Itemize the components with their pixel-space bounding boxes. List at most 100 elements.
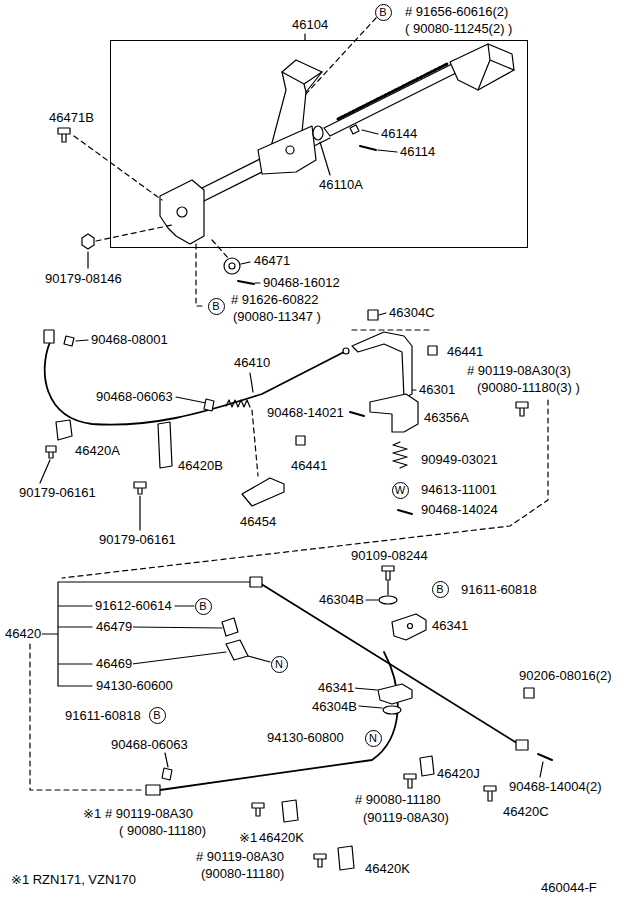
leader-line <box>255 282 260 283</box>
material-code-circle: B <box>432 581 449 598</box>
part-label: 90468-08001 <box>90 332 169 347</box>
part-label: 46114 <box>399 144 436 159</box>
cable <box>45 342 344 425</box>
part-label: ( 90080-11180) <box>118 823 207 838</box>
small-part <box>392 614 426 640</box>
small-part <box>370 394 418 432</box>
part-label: ※1 <box>82 806 102 821</box>
part-label: 46471 <box>253 253 291 268</box>
dashed-assembly-line <box>30 18 548 790</box>
cable <box>146 785 160 795</box>
small-part <box>296 436 305 445</box>
material-code: B <box>212 301 219 312</box>
pedal-lever-assembly <box>338 64 447 119</box>
small-part <box>382 566 394 580</box>
material-code-circle: B <box>208 298 225 315</box>
leader-line <box>139 496 140 530</box>
part-label: 90109-08244 <box>350 548 429 563</box>
small-part <box>229 263 235 269</box>
part-label: # 90119-08A30 <box>104 806 194 821</box>
part-label: 460044-F <box>540 880 598 895</box>
cable <box>44 330 528 795</box>
small-part <box>538 754 552 760</box>
dashed-assembly-line <box>62 400 548 578</box>
part-label: 46341 <box>317 680 355 695</box>
small-part <box>378 684 412 704</box>
part-label: 94613-11001 <box>420 482 498 497</box>
pedal-lever-assembly <box>450 44 514 90</box>
pedal-lever-assembly <box>313 126 323 140</box>
part-label: 90468-14024 <box>420 502 499 517</box>
part-label: 46144 <box>380 126 418 141</box>
leader-line <box>248 656 270 662</box>
part-label: # 90119-08A30(3) <box>466 363 572 378</box>
part-label: 46420J <box>436 766 481 781</box>
cable <box>516 740 528 750</box>
leader-line <box>379 313 386 315</box>
leader-line <box>132 627 222 628</box>
small-part <box>420 756 434 776</box>
part-label: # 90119-08A30 <box>195 849 285 864</box>
leader-line <box>40 460 50 483</box>
cable <box>226 400 250 407</box>
dashed-assembly-line <box>74 136 162 200</box>
cable <box>44 330 54 343</box>
small-part <box>383 706 401 714</box>
part-label: 90468-16012 <box>262 275 341 290</box>
dashed-assembly-line <box>196 244 206 306</box>
small-part <box>350 412 364 416</box>
material-code: B <box>379 7 386 18</box>
part-label: 91611-60818 <box>460 582 538 597</box>
small-part <box>82 234 94 249</box>
pedal-lever-assembly <box>286 146 294 154</box>
small-part <box>242 478 284 506</box>
dashed-assembly-line <box>96 225 172 241</box>
part-label: 46301 <box>418 382 456 397</box>
leader-line <box>176 397 206 403</box>
illustration <box>30 18 552 870</box>
leader-line <box>366 599 378 600</box>
leader-line <box>42 582 252 686</box>
small-part <box>134 482 146 494</box>
part-label: 91612-60614 <box>94 598 173 613</box>
small-part <box>398 510 412 514</box>
dashed-assembly-line <box>252 410 258 476</box>
small-part <box>408 624 413 629</box>
material-code-circle: B <box>195 598 212 615</box>
small-part <box>484 786 496 801</box>
material-code-circle: N <box>271 656 288 673</box>
pedal-lever-assembly <box>478 44 514 90</box>
small-part <box>368 310 378 320</box>
part-label: 90179-06161 <box>98 532 177 547</box>
leader-line <box>378 150 397 152</box>
part-label: 90949-03021 <box>420 452 499 467</box>
part-label: 90468-06063 <box>95 389 174 404</box>
small-part <box>252 803 264 816</box>
material-code: N <box>369 733 377 744</box>
part-label: 46341 <box>431 618 469 633</box>
small-part <box>56 420 72 440</box>
leader-line <box>320 142 330 175</box>
leader-line <box>362 130 378 134</box>
leader-line <box>250 373 253 392</box>
leader-line <box>165 753 168 767</box>
material-code-circle: W <box>392 482 409 499</box>
leader-line <box>540 762 543 777</box>
small-part <box>379 596 397 604</box>
small-part <box>46 446 56 458</box>
part-label: # 90080-11180 <box>354 792 442 807</box>
part-label: 46441 <box>290 458 328 473</box>
part-label: (90080-11180(3) ) <box>476 380 581 395</box>
small-part <box>524 688 534 698</box>
pedal-lever-assembly <box>177 207 187 217</box>
part-label: 46479 <box>95 619 133 634</box>
part-label: 46304C <box>388 305 436 320</box>
leader-line <box>76 340 88 341</box>
part-label: ※1 RZN171, VZN170 <box>10 872 137 887</box>
part-label: 46356A <box>423 410 470 425</box>
part-label: 46441 <box>446 344 484 359</box>
leader-line <box>354 688 377 690</box>
assembly-number: 46104 <box>291 17 329 32</box>
part-label: 90179-08146 <box>44 271 123 286</box>
small-part <box>404 774 416 788</box>
